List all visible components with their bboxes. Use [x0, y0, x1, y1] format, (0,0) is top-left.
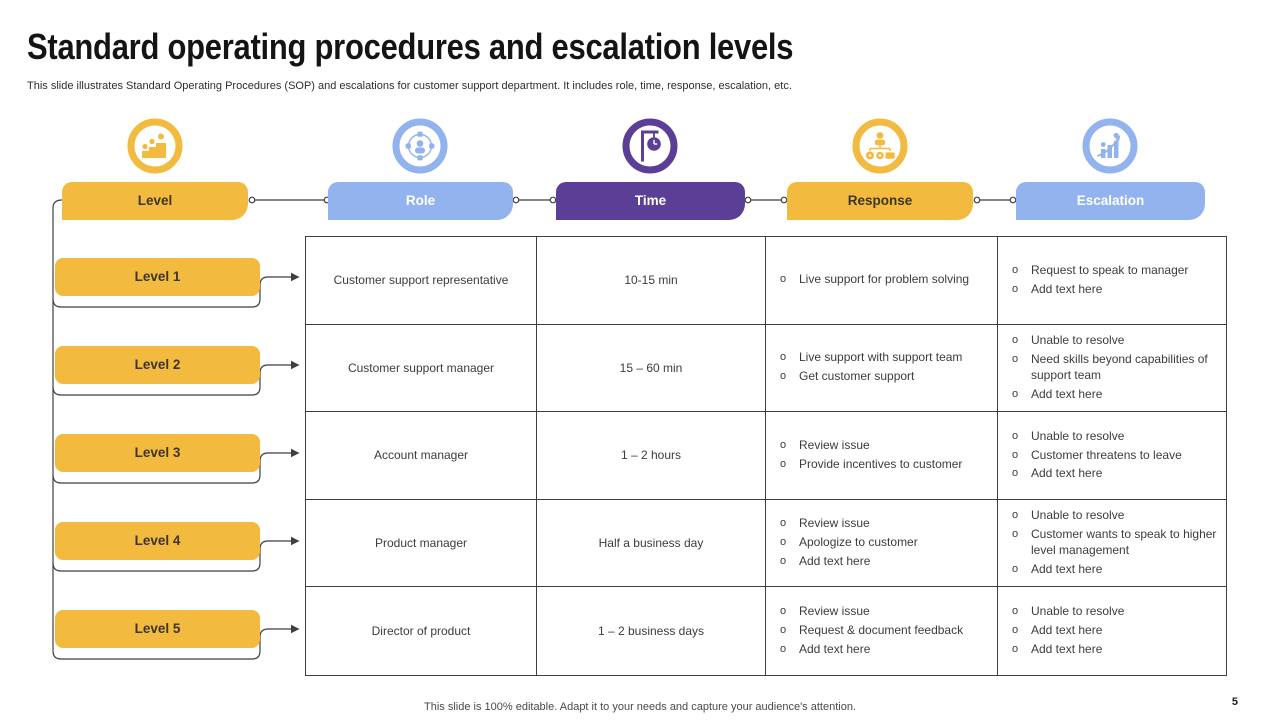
bullet-marker: o [1012, 643, 1019, 656]
bullet-marker: o [1012, 387, 1019, 400]
growth-chart-people-icon [1081, 117, 1139, 175]
time-cell: Half a business day [537, 499, 766, 588]
bullet-marker: o [780, 351, 787, 364]
bullet-marker: o [1012, 429, 1019, 442]
bullet-marker: o [780, 517, 787, 530]
level-5-badge: Level 5 [55, 610, 260, 648]
page-title: Standard operating procedures and escala… [27, 26, 794, 67]
bullet-marker: o [780, 643, 787, 656]
slide-subtitle: This slide illustrates Standard Operatin… [27, 80, 792, 92]
level-3-badge: Level 3 [55, 434, 260, 472]
bullet-marker: o [1012, 282, 1019, 295]
time-cell: 10-15 min [537, 237, 766, 325]
growth-steps-icon [126, 117, 184, 175]
level-1-badge: Level 1 [55, 258, 260, 296]
bullet-marker: o [780, 624, 787, 637]
level-4-badge: Level 4 [55, 522, 260, 560]
bullet-marker: o [780, 370, 787, 383]
bullet-marker: o [1012, 528, 1019, 541]
column-header-level: Level [62, 182, 248, 220]
role-cell: Customer support representative [306, 237, 537, 325]
bullet-marker: o [780, 273, 787, 286]
bullet-marker: o [1012, 467, 1019, 480]
bullet-marker: o [1012, 448, 1019, 461]
bullet-marker: o [1012, 333, 1019, 346]
role-cell: Customer support manager [306, 324, 537, 413]
bullet-marker: o [1012, 263, 1019, 276]
bullet-marker: o [780, 457, 787, 470]
role-cell: Director of product [306, 587, 537, 675]
sop-table: Customer support representative 10-15 mi… [305, 236, 1227, 676]
column-header-escalation: Escalation [1016, 182, 1205, 220]
time-cell: 15 – 60 min [537, 324, 766, 413]
column-header-response: Response [787, 182, 973, 220]
level-2-badge: Level 2 [55, 346, 260, 384]
time-cell: 1 – 2 hours [537, 412, 766, 500]
bullet-marker: o [1012, 605, 1019, 618]
role-cell: Product manager [306, 499, 537, 588]
team-network-icon [391, 117, 449, 175]
role-cell: Account manager [306, 412, 537, 500]
bullet-marker: o [780, 439, 787, 452]
bullet-marker: o [1012, 352, 1019, 365]
time-cell: 1 – 2 business days [537, 587, 766, 675]
column-header-role: Role [328, 182, 513, 220]
page-number: 5 [1231, 696, 1238, 708]
footer-note: This slide is 100% editable. Adapt it to… [424, 701, 856, 713]
bullet-marker: o [780, 536, 787, 549]
bullet-marker: o [1012, 563, 1019, 576]
hanging-clock-icon [621, 117, 679, 175]
bullet-marker: o [1012, 509, 1019, 522]
bullet-marker: o [780, 605, 787, 618]
org-hierarchy-icon [851, 117, 909, 175]
bullet-marker: o [780, 555, 787, 568]
column-header-time: Time [556, 182, 745, 220]
bullet-marker: o [1012, 624, 1019, 637]
